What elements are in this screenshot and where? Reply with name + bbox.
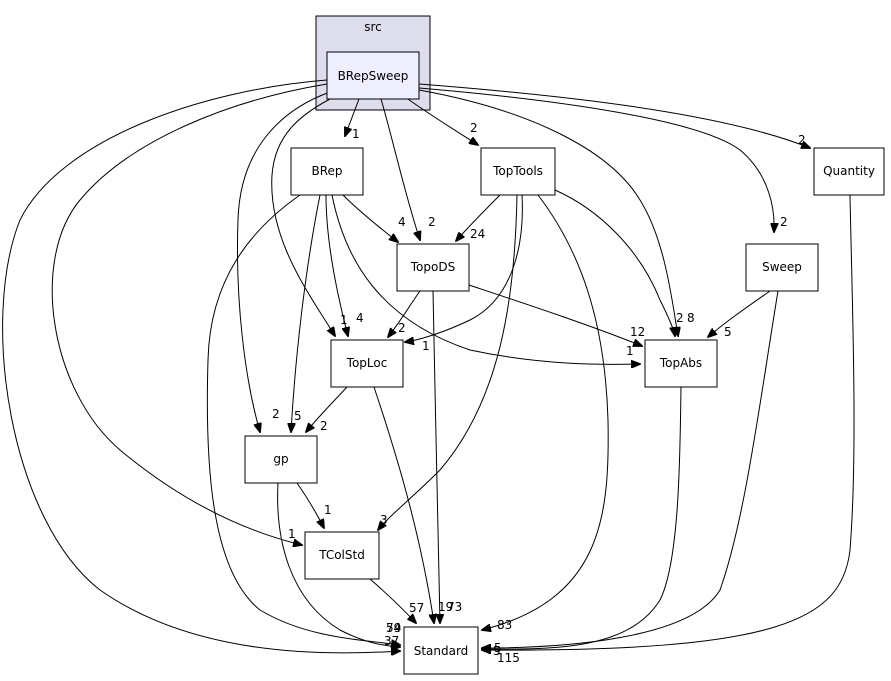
- edges: [2, 79, 855, 653]
- node-sweep-label: Sweep: [762, 260, 802, 274]
- edge-brepsweep-to-toploc: [271, 98, 335, 336]
- node-gp[interactable]: gp: [244, 435, 318, 484]
- edge-label-topabs-to-standard: 5: [494, 641, 502, 655]
- edge-label-toploc-to-standard: 19: [438, 600, 453, 614]
- edge-label-toptools-to-tcolstd: 3: [380, 513, 388, 527]
- edge-label-brep-to-gp: 5: [294, 409, 302, 423]
- edge-toptools-to-tcolstd: [378, 194, 518, 530]
- edge-topods-to-toploc: [388, 290, 421, 337]
- edge-brepsweep-to-topods: [380, 98, 420, 240]
- edge-label-brepsweep-to-topods: 2: [428, 215, 436, 229]
- edge-brepsweep-to-topabs: [418, 89, 678, 336]
- edge-brepsweep-to-standard: [2, 79, 400, 653]
- edge-label-toptools-to-topabs: 2: [676, 311, 684, 325]
- edge-brepsweep-to-sweep: [418, 87, 774, 232]
- edge-label-toptools-to-topods: 24: [470, 227, 485, 241]
- edge-label-brep-to-topabs: 1: [626, 344, 634, 358]
- edge-gp-to-standard: [277, 482, 400, 647]
- node-gp-label: gp: [273, 452, 288, 466]
- node-topods-label: TopoDS: [410, 260, 455, 274]
- edge-toptools-to-topabs: [554, 189, 675, 336]
- edge-label-brepsweep-to-gp: 2: [272, 407, 280, 421]
- node-standard[interactable]: Standard: [403, 626, 479, 675]
- edge-brepsweep-to-quantity: [418, 83, 810, 148]
- edge-label-gp-to-tcolstd: 1: [324, 503, 332, 517]
- edge-label-sweep-to-topabs: 5: [724, 325, 732, 339]
- edge-quantity-to-standard: [482, 194, 855, 650]
- edge-topabs-to-standard: [482, 386, 682, 649]
- edge-label-topods-to-topabs: 12: [630, 325, 645, 339]
- edge-tcolstd-to-standard: [369, 578, 416, 623]
- node-brep[interactable]: BRep: [290, 147, 364, 196]
- edge-toptools-to-topods: [456, 194, 501, 241]
- edge-brep-to-topods: [342, 194, 398, 242]
- node-tcolstd-label: TColStd: [318, 548, 365, 562]
- edge-brepsweep-to-tcolstd: [51, 83, 328, 545]
- edge-toploc-to-gp: [306, 386, 348, 432]
- node-brepsweep-label: BRepSweep: [338, 69, 409, 83]
- edge-sweep-to-topabs: [708, 290, 771, 337]
- edge-brep-to-gp: [291, 194, 321, 432]
- edge-label-brep-to-topods: 4: [398, 215, 406, 229]
- edge-label-toptools-to-toploc: 1: [422, 339, 430, 353]
- node-topabs[interactable]: TopAbs: [644, 339, 718, 388]
- edge-label-brepsweep-to-topabs: 8: [687, 311, 695, 325]
- edge-label-brepsweep-to-quantity: 2: [798, 133, 806, 147]
- edge-topods-to-topabs: [468, 284, 642, 346]
- node-quantity[interactable]: Quantity: [813, 147, 885, 196]
- edge-label-brepsweep-to-sweep: 2: [780, 215, 788, 229]
- node-toploc[interactable]: TopLoc: [330, 339, 404, 388]
- edge-brep-to-toploc: [325, 194, 348, 336]
- edge-brepsweep-to-toptools: [407, 98, 478, 145]
- node-topabs-label: TopAbs: [659, 356, 702, 370]
- edge-label-topods-to-toploc: 2: [398, 321, 406, 335]
- node-standard-label: Standard: [414, 644, 469, 658]
- edge-label-gp-to-standard: 54: [386, 621, 401, 635]
- edge-label-brep-to-standard: 79: [386, 621, 401, 635]
- node-toptools[interactable]: TopTools: [480, 147, 556, 196]
- cluster-src-label: src: [364, 20, 382, 34]
- edge-label-brepsweep-to-toptools: 2: [470, 121, 478, 135]
- edge-label-brepsweep-to-toploc: 1: [340, 313, 348, 327]
- edge-label-brepsweep-to-standard: 37: [384, 634, 399, 648]
- edge-toptools-to-toploc: [405, 194, 523, 342]
- node-quantity-label: Quantity: [823, 164, 875, 178]
- edge-label-sweep-to-standard: 5: [493, 644, 501, 658]
- edge-toptools-to-standard: [482, 194, 609, 630]
- node-topods[interactable]: TopoDS: [396, 243, 470, 292]
- edge-topods-to-standard: [432, 290, 440, 623]
- edge-toploc-to-standard: [373, 386, 434, 623]
- edge-brep-to-topabs: [331, 194, 640, 364]
- node-brep-label: BRep: [311, 164, 342, 178]
- edge-gp-to-tcolstd: [296, 482, 324, 528]
- edge-sweep-to-standard: [482, 290, 779, 648]
- edge-label-quantity-to-standard: 115: [497, 651, 520, 665]
- edge-label-brepsweep-to-brep: 1: [352, 127, 360, 141]
- edge-label-brepsweep-to-tcolstd: 1: [288, 527, 296, 541]
- node-sweep[interactable]: Sweep: [745, 243, 819, 292]
- node-tcolstd[interactable]: TColStd: [304, 531, 380, 580]
- edge-label-topods-to-standard: 73: [447, 600, 462, 614]
- edge-label-toploc-to-gp: 2: [320, 419, 328, 433]
- edge-brepsweep-to-gp: [236, 91, 331, 432]
- edge-brepsweep-to-brep: [345, 98, 360, 136]
- node-brepsweep[interactable]: BRepSweep: [326, 51, 420, 100]
- node-toploc-label: TopLoc: [346, 356, 388, 370]
- edge-brep-to-standard: [206, 194, 400, 645]
- edge-label-toptools-to-standard: 83: [497, 618, 512, 632]
- edge-label-brep-to-toploc: 4: [356, 311, 364, 325]
- edge-label-tcolstd-to-standard: 57: [409, 601, 424, 615]
- node-toptools-label: TopTools: [492, 164, 543, 178]
